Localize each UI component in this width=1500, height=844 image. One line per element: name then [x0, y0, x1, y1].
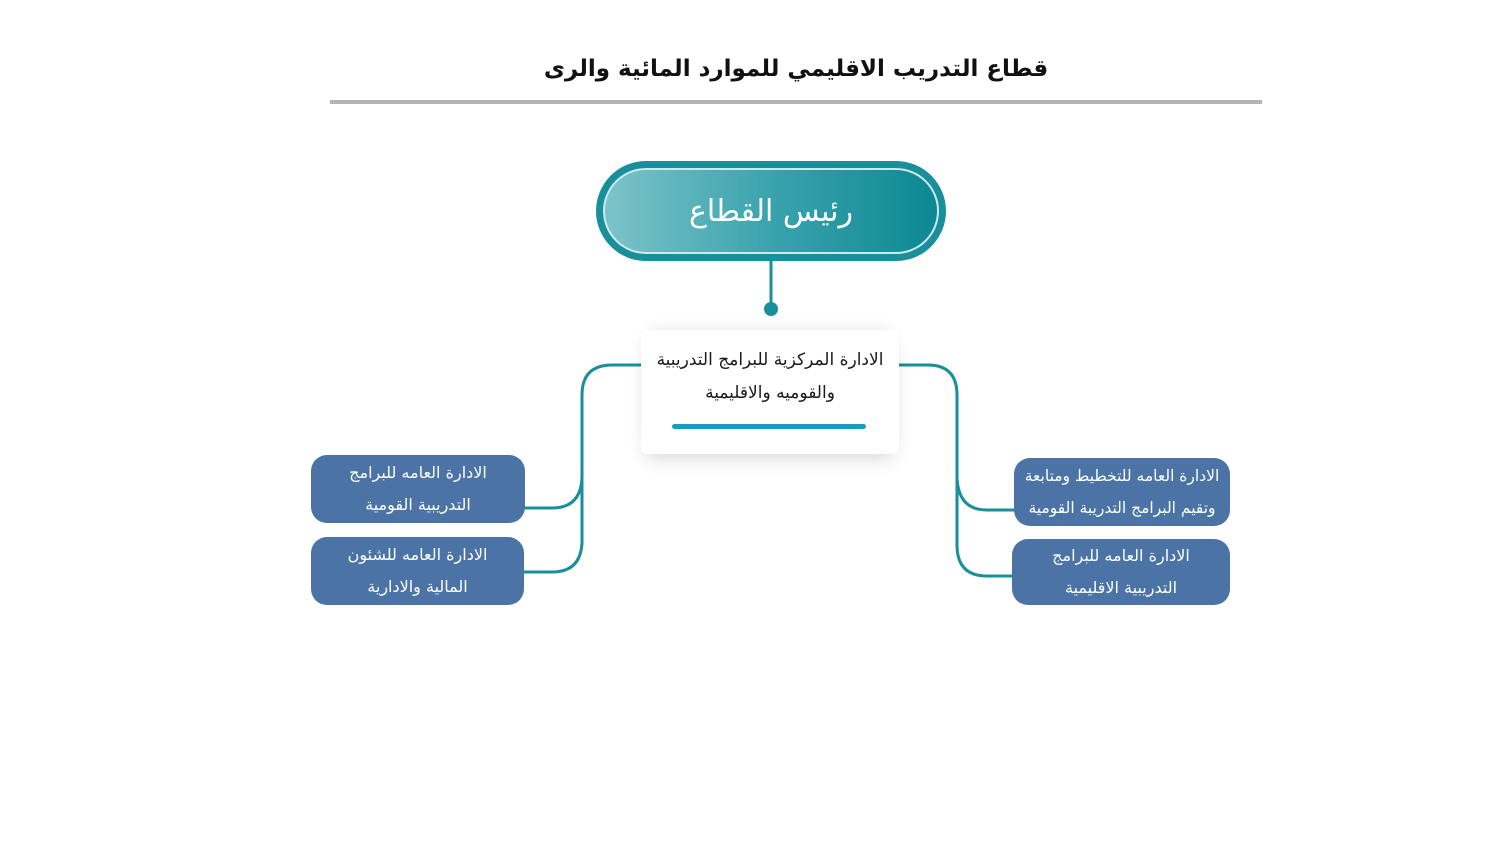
node-left-bottom-label: الادارة العامه للشئون المالية والادارية — [347, 545, 488, 596]
head-node: رئيس القطاع — [596, 161, 946, 261]
connector-right-bottom — [955, 544, 1013, 578]
connector-dot — [764, 302, 778, 316]
head-node-label: رئيس القطاع — [603, 168, 939, 254]
page-title: قطاع التدريب الاقليمي للموارد المائية وا… — [543, 56, 1049, 82]
central-node: الادارة المركزية للبرامج التدريبية والقو… — [641, 330, 899, 454]
connector-left-trunk — [580, 363, 641, 545]
connector-right-trunk — [899, 363, 959, 545]
node-left-top-label: الادارة العامه للبرامج التدريبية القومية — [349, 463, 487, 514]
node-right-bottom: الادارة العامه للبرامج التدريبية الاقليم… — [1012, 539, 1230, 605]
node-right-bottom-label: الادارة العامه للبرامج التدريبية الاقليم… — [1052, 546, 1190, 597]
node-right-top-label: الادارة العامه للتخطيط ومتابعة وتقيم الب… — [1024, 467, 1220, 517]
node-right-top: الادارة العامه للتخطيط ومتابعة وتقيم الب… — [1014, 458, 1230, 526]
central-accent-bar — [672, 424, 866, 429]
node-left-bottom: الادارة العامه للشئون المالية والادارية — [311, 537, 524, 605]
connector-left-bottom — [524, 539, 584, 574]
title-divider — [330, 100, 1262, 104]
central-node-label: الادارة المركزية للبرامج التدريبية والقو… — [656, 350, 884, 403]
connector-right-top — [955, 474, 1015, 512]
node-left-top: الادارة العامه للبرامج التدريبية القومية — [311, 455, 525, 523]
connector-left-top — [524, 474, 584, 510]
